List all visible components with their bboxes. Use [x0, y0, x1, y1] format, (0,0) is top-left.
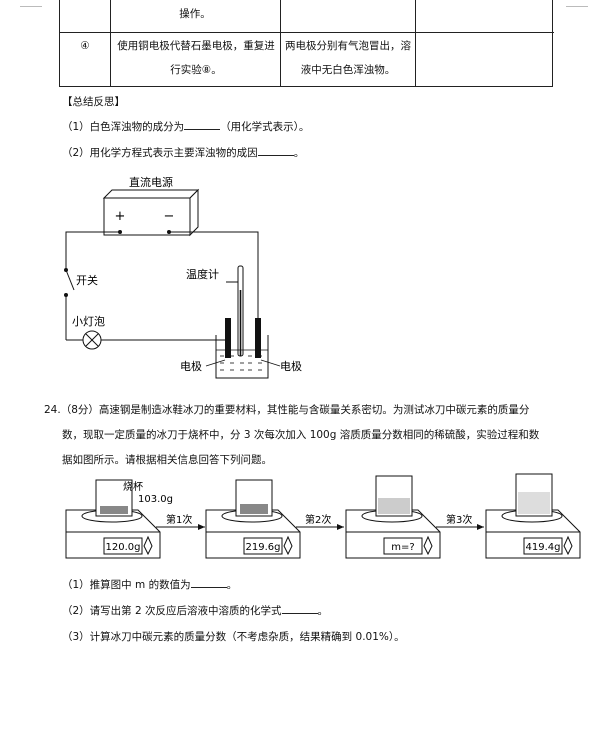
question-24-line2: 数，现取一定质量的冰刀于烧杯中，分 3 次每次加入 100g 溶质质量分数相同的… — [62, 429, 540, 441]
answer-blank — [190, 577, 227, 588]
minus-terminal: − — [164, 209, 175, 224]
wire — [65, 231, 120, 268]
electrode-label-left: 电极 — [180, 359, 202, 373]
table-cell: 两电极分别有气泡冒出，溶 — [285, 40, 411, 52]
electrode-left — [225, 318, 231, 358]
question-line: （1）推算图中 m 的数值为。 — [62, 577, 238, 591]
answer-blank — [184, 119, 221, 130]
electrode-label-right: 电极 — [280, 359, 302, 373]
switch — [64, 268, 75, 297]
table-cell: ④ — [80, 40, 90, 52]
bulb-label: 小灯泡 — [72, 314, 105, 328]
balance-diagram: 第1次 第2次 第3次 烧杯 103.0g 120.0g 219.6g m=? — [65, 473, 581, 559]
question-24-line3: 据如图所示。请根据相关信息回答下列问题。 — [62, 454, 272, 466]
balance-2 — [205, 479, 301, 559]
step-label: 第2次 — [305, 513, 331, 526]
step-label: 第3次 — [446, 513, 472, 526]
section-heading: 【总结反思】 — [62, 96, 125, 108]
power-label: 直流电源 — [129, 175, 173, 189]
thermometer-icon — [226, 265, 244, 357]
answer-blank — [281, 603, 318, 614]
circuit-diagram: 直流电源 + − 开关 小灯泡 温度计 — [64, 175, 302, 379]
balance-3 — [345, 475, 441, 559]
scale-reading: 419.4g — [526, 542, 561, 553]
question-line: （1）白色浑浊物的成分为（用化学式表示）。 — [62, 119, 310, 133]
electrode-right — [255, 318, 261, 358]
scale-reading: 120.0g — [106, 542, 141, 553]
question-24-line1: 24.（8分）高速钢是制造冰鞋冰刀的重要材料，其性能与含碳量关系密切。为测试冰刀… — [44, 404, 530, 416]
dc-power-supply — [102, 188, 200, 237]
scale-reading: 219.6g — [246, 542, 281, 553]
margin-line — [566, 6, 588, 7]
experiment-table: 操作。 ④ 使用铜电极代替石墨电极，重复进 行实验⑧。 两电极分别有气泡冒出，溶… — [59, 0, 554, 87]
table-cell: 操作。 — [179, 8, 211, 20]
plus-terminal: + — [115, 209, 126, 224]
table-cell: 使用铜电极代替石墨电极，重复进 — [117, 40, 275, 52]
step-label: 第1次 — [166, 513, 192, 526]
beaker-mass: 103.0g — [138, 494, 173, 505]
answer-blank — [257, 145, 294, 156]
beaker-label: 烧杯 — [123, 480, 143, 493]
table-cell: 行实验⑧。 — [170, 64, 222, 76]
question-line: （2）请写出第 2 次反应后溶液中溶质的化学式。 — [62, 603, 329, 617]
switch-label: 开关 — [76, 273, 98, 287]
margin-line — [20, 6, 42, 7]
question-line: （3）计算冰刀中碳元素的质量分数（不考虑杂质，结果精确到 0.01%）。 — [62, 631, 405, 643]
thermometer-label: 温度计 — [186, 267, 219, 281]
wire — [169, 231, 259, 318]
table-cell: 液中无白色浑浊物。 — [300, 64, 396, 76]
question-line: （2）用化学方程式表示主要浑浊物的成因。 — [62, 145, 305, 159]
electrolysis-beaker — [215, 318, 269, 379]
bulb-icon — [66, 320, 229, 350]
balance-1 — [65, 479, 161, 559]
scale-reading: m=? — [391, 542, 414, 553]
balance-4 — [485, 473, 581, 559]
